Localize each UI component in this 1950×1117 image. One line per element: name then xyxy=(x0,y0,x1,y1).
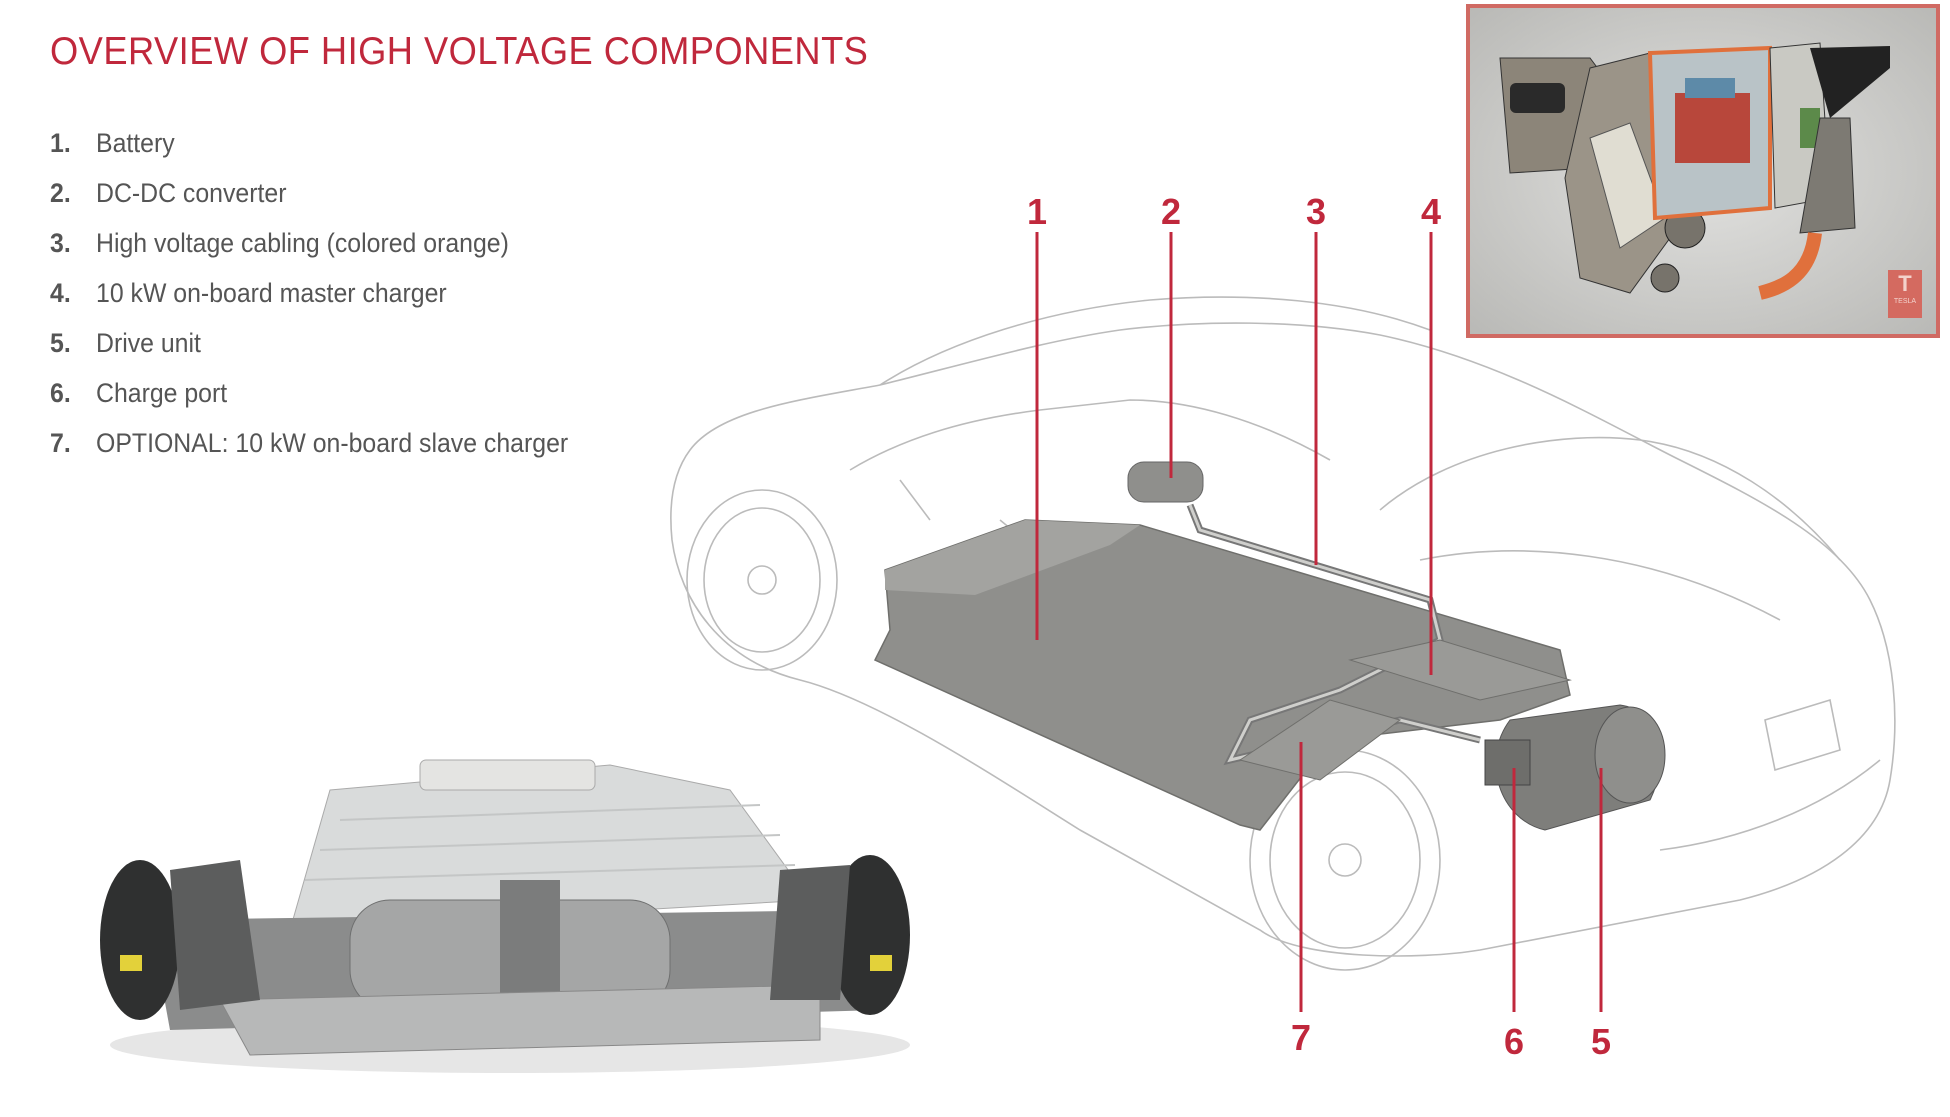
item-number: 4. xyxy=(50,277,71,308)
dc-dc-converter xyxy=(1127,461,1204,503)
item-label: 10 kW on-board master charger xyxy=(96,277,447,308)
drive-unit xyxy=(1495,704,1666,831)
item-number: 5. xyxy=(50,327,71,358)
page-title: OVERVIEW OF HIGH VOLTAGE COMPONENTS xyxy=(50,30,869,73)
master-charger xyxy=(1348,639,1572,701)
item-number: 6. xyxy=(50,377,71,408)
list-item: 7. OPTIONAL: 10 kW on-board slave charger xyxy=(50,418,568,468)
list-item: 1. Battery xyxy=(50,118,568,168)
car-outline xyxy=(670,296,1896,971)
chassis-illustration xyxy=(100,759,910,1073)
component-list: 1. Battery 2. DC-DC converter 3. High volta… xyxy=(50,118,613,468)
callout-1: 1 xyxy=(1027,191,1047,232)
item-label: OPTIONAL: 10 kW on-board slave charger xyxy=(96,427,569,458)
list-item: 4. 10 kW on-board master charger xyxy=(50,268,568,318)
item-label: Battery xyxy=(96,127,175,158)
charge-port xyxy=(1484,739,1531,786)
tesla-logo-text: TESLA xyxy=(1893,298,1917,305)
callout-4: 4 xyxy=(1421,191,1441,232)
item-number: 1. xyxy=(50,127,71,158)
item-number: 2. xyxy=(50,177,71,208)
motor-cutaway-illustration xyxy=(1499,42,1890,300)
callout-6: 6 xyxy=(1504,1021,1524,1062)
item-number: 3. xyxy=(50,227,71,258)
item-number: 7. xyxy=(50,427,71,458)
tesla-logo-mark: T xyxy=(1898,271,1912,296)
callout-7: 7 xyxy=(1291,1017,1311,1058)
item-label: High voltage cabling (colored orange) xyxy=(96,227,509,258)
list-item: 5. Drive unit xyxy=(50,318,568,368)
list-item: 3. High voltage cabling (colored orange) xyxy=(50,218,568,268)
callout-5: 5 xyxy=(1591,1021,1611,1062)
slave-charger xyxy=(1238,699,1402,781)
list-item: 6. Charge port xyxy=(50,368,568,418)
item-label: Charge port xyxy=(96,377,228,408)
list-item: 2. DC-DC converter xyxy=(50,168,568,218)
callout-lines xyxy=(1035,232,1603,1012)
callout-3: 3 xyxy=(1306,191,1326,232)
item-label: DC-DC converter xyxy=(96,177,287,208)
item-label: Drive unit xyxy=(96,327,201,358)
battery-pack xyxy=(873,519,1571,831)
callout-2: 2 xyxy=(1161,191,1181,232)
tesla-logo: T TESLA xyxy=(1888,270,1922,318)
drive-unit-inset-image: T TESLA xyxy=(1466,4,1940,338)
